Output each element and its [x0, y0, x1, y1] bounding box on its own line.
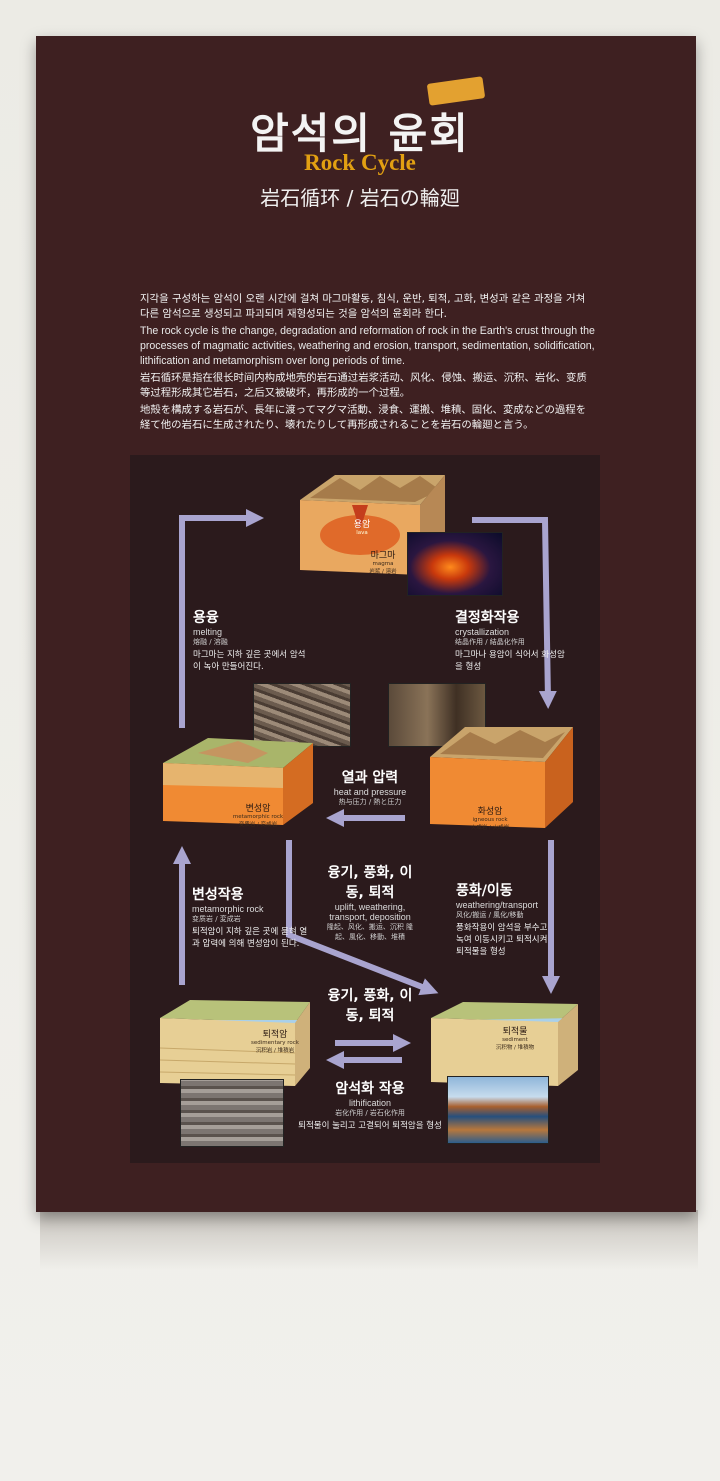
board-shadow	[40, 1210, 698, 1270]
title-english: Rock Cycle	[304, 150, 416, 175]
lava-photo	[407, 532, 503, 596]
uplift-label-2: 융기, 풍화, 이동, 퇴적	[327, 988, 413, 1024]
intro-japanese: 地殻を構成する岩石が、長年に渡ってマグマ活動、浸食、運搬、堆積、固化、変成などの…	[140, 404, 587, 431]
heat-pressure-label: 열과 압력 heat and pressure 热与压力 / 熱と圧力	[333, 770, 407, 806]
intro-chinese: 岩石循环是指在很长时间内构成地壳的岩石通过岩浆活动、风化、侵蚀、搬运、沉积、岩化…	[140, 372, 587, 399]
melting-label: 용융 melting 熔融 / 溶融 마그마는 지하 깊은 곳에서 암석이 녹아…	[193, 610, 306, 672]
crystallization-label: 결정화작용 crystallization 结晶作用 / 結晶化作用 마그마나 …	[455, 610, 565, 672]
intro-english: The rock cycle is the change, degradatio…	[140, 325, 595, 367]
weathering-transport-label: 풍화/이동 weathering/transport 风化/搬运 / 風化/移動…	[456, 883, 548, 957]
arrow-crystallization	[472, 517, 557, 709]
lithification-label: 암석화 작용 lithification 岩化作用 / 岩石化作用 퇴적물이 눌…	[298, 1081, 442, 1131]
uplift-weathering-label: 융기, 풍화, 이동, 퇴적 uplift, weathering, trans…	[326, 865, 414, 941]
intro-korean: 지각을 구성하는 암석이 오랜 시간에 걸쳐 마그마활동, 침식, 운반, 퇴적…	[140, 293, 586, 320]
title-korean: 암석의 윤회	[250, 109, 470, 158]
sedimentary-photo	[180, 1079, 284, 1147]
arrow-melting	[179, 509, 264, 728]
metamorphism-label: 변성작용 metamorphic rock 变质岩 / 変成岩 퇴적암이 지하 …	[192, 887, 308, 949]
intro-text: 지각을 구성하는 암석이 오랜 시간에 걸쳐 마그마활동, 침식, 운반, 퇴적…	[140, 292, 596, 435]
metamorphic-block	[163, 738, 313, 825]
igneous-block	[430, 727, 573, 828]
arrow-uplift-1	[286, 840, 439, 996]
sediment-photo	[447, 1076, 549, 1144]
sedimentary-block	[159, 1000, 310, 1086]
title-chinese-japanese: 岩石循环 / 岩石の輪廻	[260, 186, 460, 210]
sediment-block	[431, 1002, 578, 1086]
